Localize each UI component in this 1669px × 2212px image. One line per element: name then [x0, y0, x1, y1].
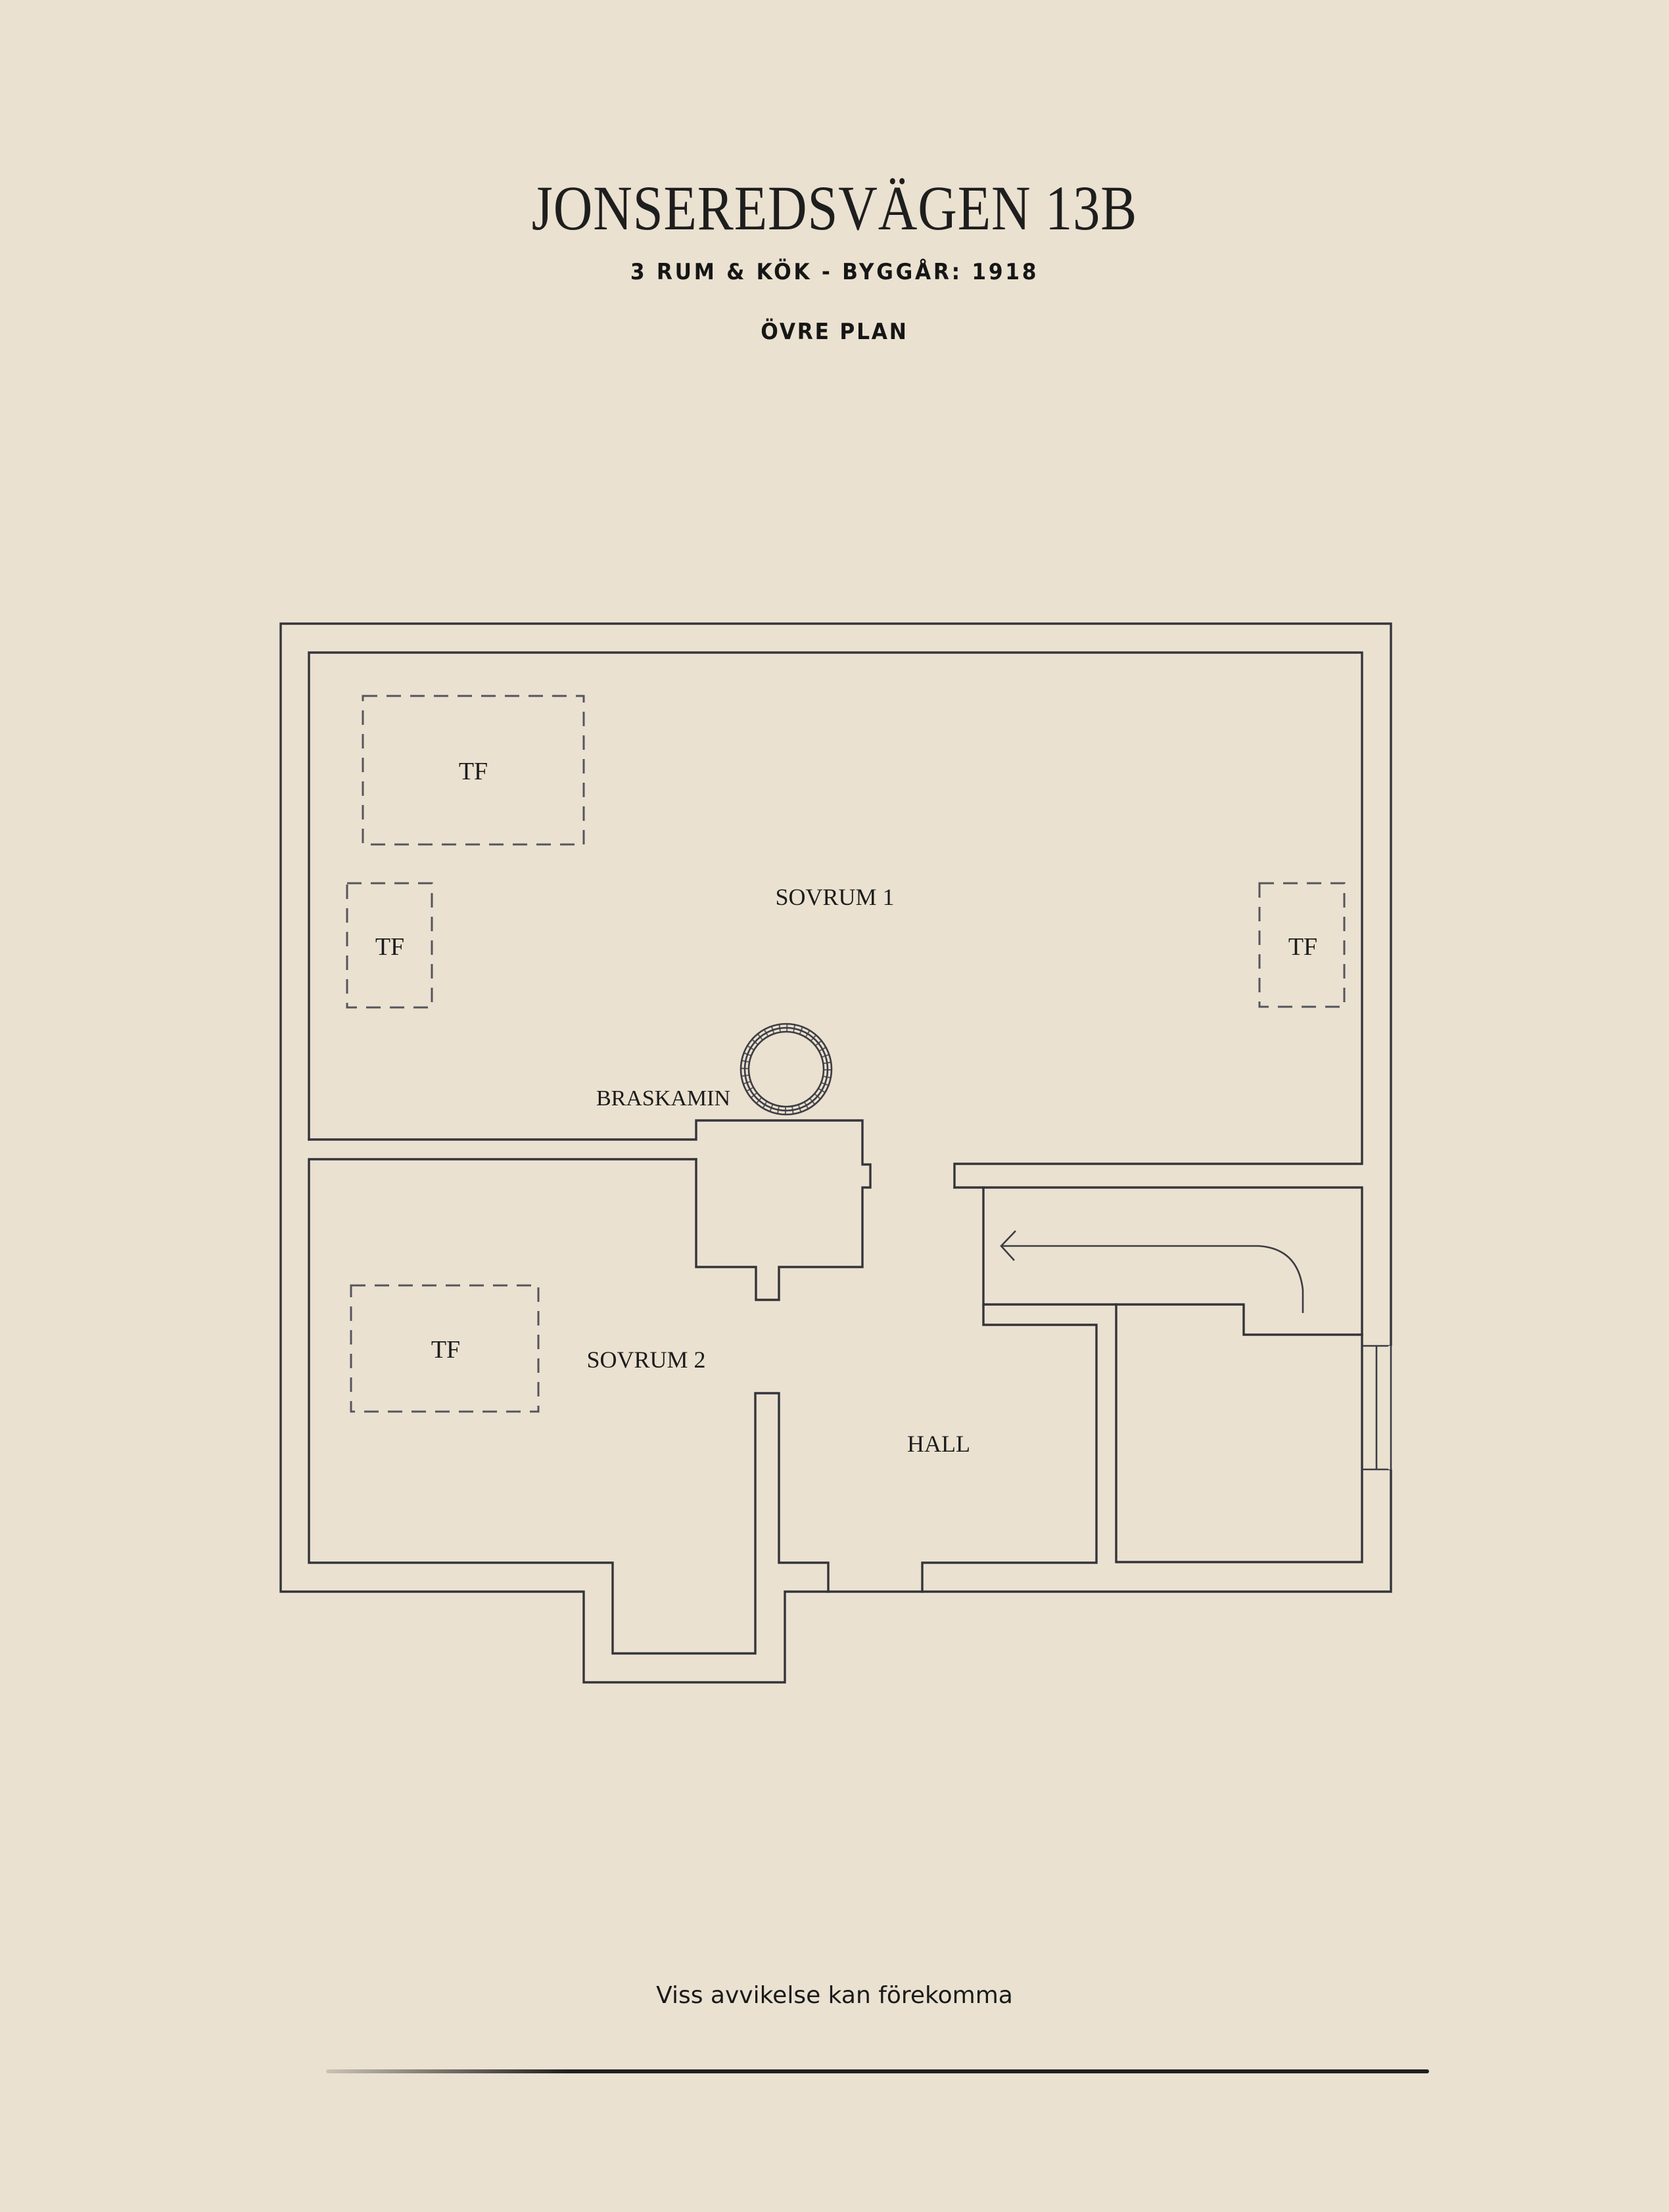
braskamin-label: BRASKAMIN [596, 1086, 730, 1111]
room-label-sovrum-1: SOVRUM 1 [775, 884, 894, 910]
tf-label: TF [431, 1336, 460, 1364]
outer-walls [279, 622, 1392, 1684]
right-room-walls [1115, 1303, 1363, 1563]
property-subtitle: 3 RUM & KÖK - BYGGÅR: 1918 [630, 259, 1039, 285]
stairwell [982, 1186, 1363, 1336]
floor-level-label: ÖVRE PLAN [761, 319, 908, 345]
sovrum-1-walls [308, 651, 1363, 1301]
footer-divider [326, 2069, 1429, 2073]
room-label-hall: HALL [907, 1431, 970, 1457]
tf-label: TF [459, 758, 488, 785]
room-label-sovrum-2: SOVRUM 2 [586, 1347, 705, 1373]
window-icon [1362, 1345, 1394, 1471]
stair-arrow-icon [1000, 1230, 1304, 1313]
tf-marker: TF [346, 882, 433, 1009]
page-title: JONSEREDSVÄGEN 13B [531, 173, 1138, 243]
tf-marker: TF [362, 695, 585, 846]
tf-label: TF [1288, 933, 1317, 961]
tf-marker: TF [1258, 882, 1346, 1008]
tf-label: TF [375, 933, 404, 961]
sovrum-2-walls [308, 1158, 830, 1655]
hall-walls [921, 1186, 1098, 1593]
braskamin-circle-icon [740, 1023, 833, 1116]
tf-marker: TF [350, 1284, 540, 1413]
disclaimer-text: Viss avvikelse kan förekomma [656, 1982, 1013, 2009]
